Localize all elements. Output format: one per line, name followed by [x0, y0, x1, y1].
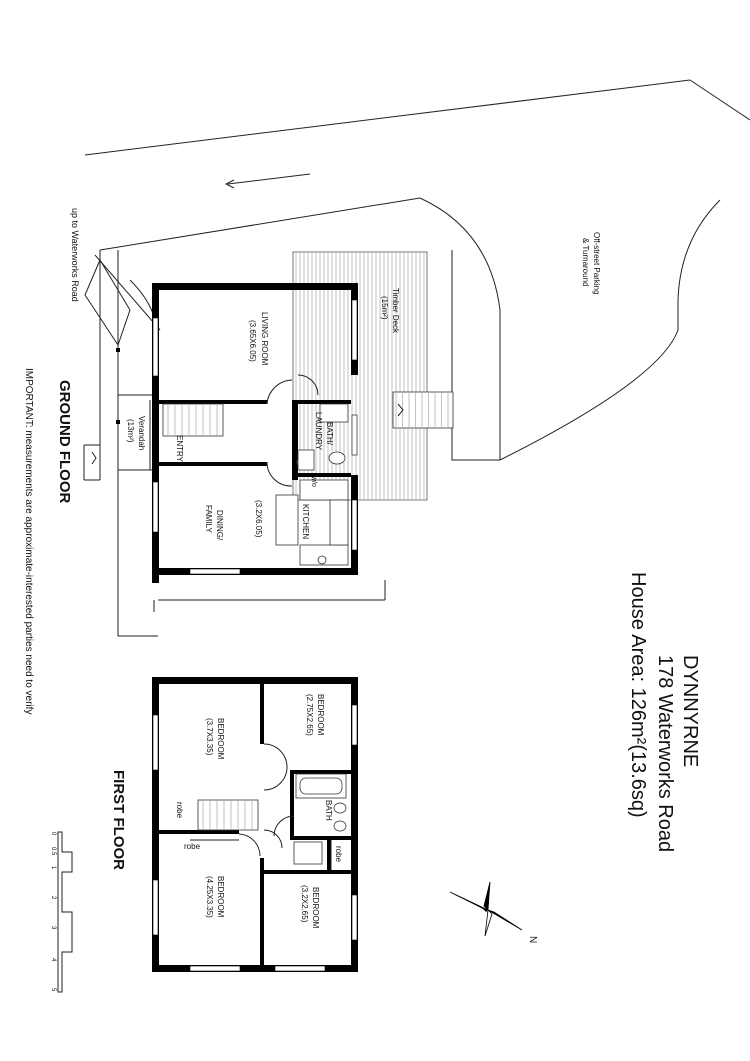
first-floor-windows	[152, 704, 358, 972]
entry-door	[116, 348, 151, 470]
site-outline	[84, 79, 750, 637]
title-address: 178 Waterworks Road	[654, 655, 676, 852]
living-room-label: LIVING ROOM	[260, 312, 269, 366]
robe-c-label: robe	[334, 846, 343, 863]
dining-label: DINING/	[215, 510, 224, 541]
living-room-size: (3.65X6.05)	[248, 320, 257, 362]
bedroom-1-label: BEDROOM	[316, 694, 325, 736]
compass-label: N	[527, 936, 538, 943]
site-labels: up to Waterworks Road Off-street Parking…	[70, 208, 601, 450]
compass-icon: N	[449, 881, 538, 943]
bathroom-label: BATH	[324, 800, 333, 821]
road-note: up to Waterworks Road	[70, 208, 80, 302]
kitchen-label: KITCHEN	[301, 504, 310, 539]
first-floor-heading: FIRST FLOOR	[110, 770, 127, 870]
scale-tick-5: 5	[50, 988, 56, 992]
title-area: House Area: 126m²(13.6sq)	[627, 572, 649, 818]
bedroom-3-size: (4.25X3.35)	[205, 876, 214, 918]
ground-floor-fixtures	[162, 374, 349, 566]
verandah-label: Verandah	[137, 416, 146, 450]
entry-label: ENTRY	[175, 435, 184, 463]
robe-b-label: robe	[184, 842, 201, 851]
dining-label-2: FAMILY	[204, 505, 213, 534]
dining-size: (3.2X6.05)	[254, 500, 263, 538]
ground-floor-windows	[152, 299, 358, 575]
measurement-note: IMPORTANT: measurements are approximate-…	[23, 368, 34, 714]
parking-line-2: & Turnaround	[581, 238, 590, 286]
wo-label: w/o	[310, 475, 317, 487]
bedroom-2-size: (3.7X3.35)	[205, 718, 214, 756]
verandah-area: (13m²)	[126, 419, 135, 443]
bedroom-4-size: (3.2X2.65)	[300, 885, 309, 923]
ground-floor-heading: GROUND FLOOR	[56, 380, 73, 503]
bedroom-2-label: BEDROOM	[216, 718, 225, 760]
deck-label: Timber Deck	[391, 288, 400, 334]
deck-stairs	[392, 391, 454, 429]
scale-bar: 0 0.5 1 2 3 4 5	[50, 831, 73, 993]
scale-tick-3: 3	[50, 926, 56, 930]
scale-tick-2: 2	[50, 896, 56, 900]
bedroom-4-label: BEDROOM	[311, 887, 320, 929]
bath-laundry-label: BATH/	[325, 422, 334, 446]
parking-line-1: Off-street Parking	[592, 232, 601, 295]
title-name: DYNNYRNE	[679, 655, 701, 767]
bedroom-1-size: (2.75X2.65)	[305, 694, 314, 736]
scale-tick-4: 4	[50, 958, 56, 962]
deck-area: (15m²)	[380, 296, 389, 320]
scale-tick-0-5: 0.5	[50, 847, 56, 856]
bedroom-3-label: BEDROOM	[216, 876, 225, 918]
scale-tick-0: 0	[50, 832, 56, 836]
verandah	[83, 394, 155, 612]
first-floor-labels: FIRST FLOOR BEDROOM (2.75X2.65) BEDROOM …	[110, 694, 343, 929]
robe-a-label: robe	[175, 802, 184, 819]
title-block: DYNNYRNE 178 Waterworks Road House Area:…	[627, 572, 701, 852]
ground-floor-labels: GROUND FLOOR LIVING ROOM (3.65X6.05) BAT…	[56, 312, 334, 541]
bath-laundry-label-2: LAUNDRY	[314, 412, 323, 451]
scale-tick-1: 1	[50, 866, 56, 870]
first-floor-walls	[152, 677, 358, 972]
first-floor-fixtures	[190, 743, 347, 870]
